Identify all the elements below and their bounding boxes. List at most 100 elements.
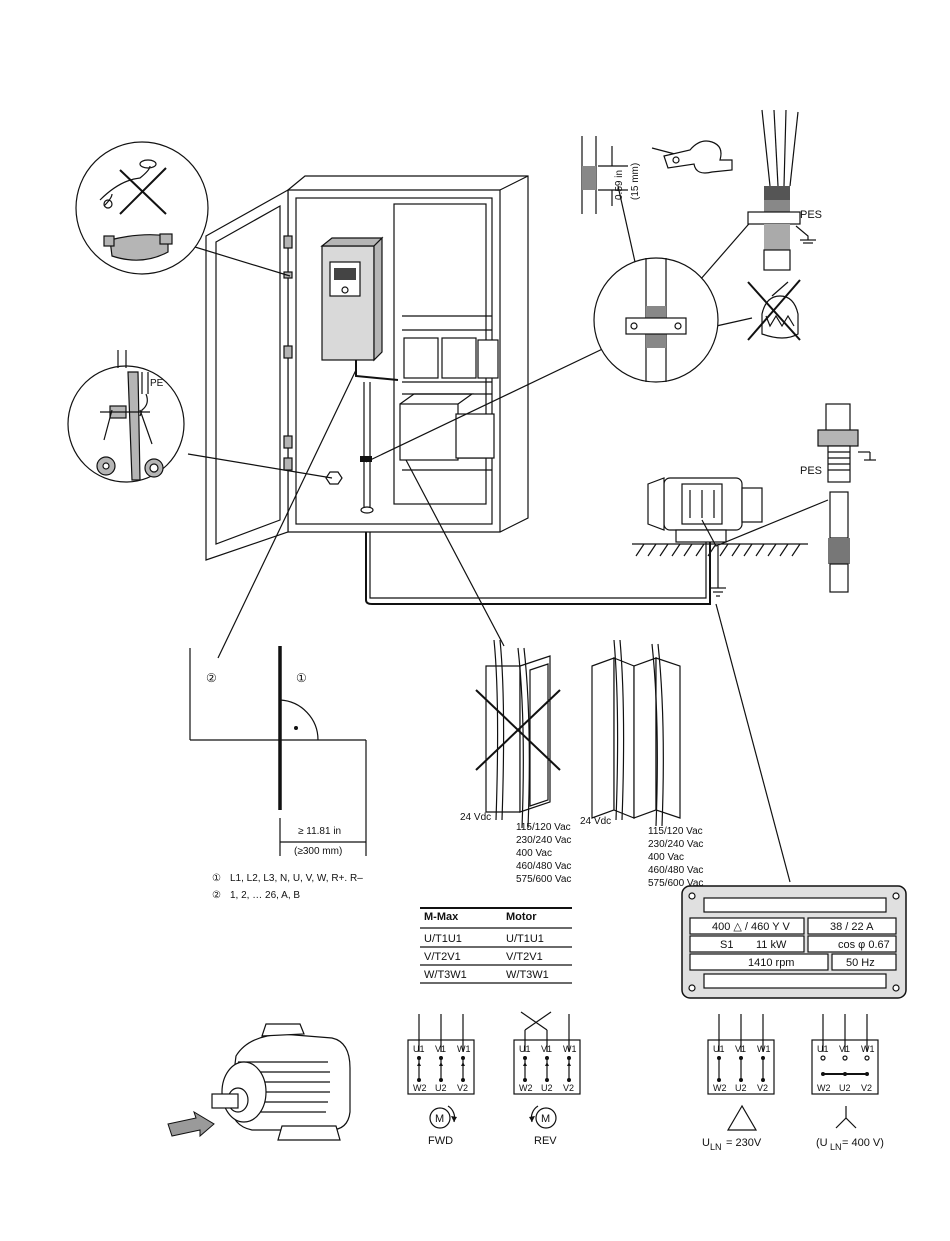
duct-correct-v5: 575/600 Vac <box>648 878 703 889</box>
rotation-fwd: M FWD <box>428 1105 457 1147</box>
pe-label: PE <box>150 378 164 389</box>
detail-shield-clamp <box>593 257 719 383</box>
duct-correct-v3: 400 Vac <box>648 852 684 863</box>
terminal-label-bottom: U2 <box>435 1083 447 1093</box>
duct-correct-v1: 115/120 Vac <box>648 826 703 837</box>
terminal-label-bottom: W2 <box>817 1083 831 1093</box>
nameplate-cosphi: cos φ 0.67 <box>838 939 890 951</box>
nameplate-freq: 50 Hz <box>846 957 875 969</box>
legend-1-num: ① <box>212 873 221 884</box>
terminal-label-top: U1 <box>413 1044 425 1054</box>
star-sub: LN <box>830 1142 842 1152</box>
duct-wrong-v1: 115/120 Vac <box>516 822 571 833</box>
terminal-label-bottom: V2 <box>757 1083 768 1093</box>
table-cell: W/T3W1 <box>506 969 549 981</box>
callout-lines <box>171 147 791 883</box>
detail-wrong-pigtail <box>747 279 801 341</box>
pes-label-gland: PES <box>800 465 822 477</box>
terminal-label-top: U1 <box>817 1044 829 1054</box>
duct-correct-24vdc: 24 Vdc <box>580 816 611 827</box>
table-row: V/T2V1 <box>424 951 461 963</box>
terminal-label-top: U1 <box>519 1044 531 1054</box>
detail-earth-strap <box>75 141 209 275</box>
cable-duct-wrong: 24 Vdc 115/120 Vac 230/240 Vac 400 Vac 4… <box>460 639 571 885</box>
delta-connection-symbol: U LN = 230V <box>702 1104 762 1152</box>
table-cell: U/T1U1 <box>506 933 544 945</box>
star-connection-symbol: (U LN = 400 V) <box>816 1106 884 1152</box>
cable-gland: PES <box>800 403 876 593</box>
star-value: = 400 V) <box>842 1137 884 1149</box>
terminal-label-top: V1 <box>541 1044 552 1054</box>
table-header-motor: Motor <box>506 911 537 923</box>
delta-value: = 230V <box>726 1137 762 1149</box>
legend-2-num: ② <box>212 890 221 901</box>
duct-wrong-24vdc: 24 Vdc <box>460 812 491 823</box>
table-cell: V/T2V1 <box>506 951 543 963</box>
terminal-label-bottom: V2 <box>861 1083 872 1093</box>
label-circle-1: ① <box>296 671 307 685</box>
fwd-label: FWD <box>428 1135 453 1147</box>
delta-sub: LN <box>710 1142 722 1152</box>
shielded-cable-end: PES <box>747 109 822 271</box>
terminal-label-top: W1 <box>861 1044 875 1054</box>
detail-shield-dimension: 0.59 in (15 mm) <box>581 136 641 214</box>
terminal-label-top: W1 <box>457 1044 471 1054</box>
cable-clamp-part <box>663 140 733 174</box>
motor-installation <box>632 477 829 597</box>
cable-separation-diagram: ② ① ≥ 11.81 in (≥300 mm) ① L1, L2, L3, N… <box>189 646 367 901</box>
nameplate-speed: 1410 rpm <box>748 957 794 969</box>
terminal-label-top: V1 <box>735 1044 746 1054</box>
terminal-label-bottom: W2 <box>413 1083 427 1093</box>
nameplate-voltage: 400 △ / 460 Y V <box>712 921 790 933</box>
duct-correct-v4: 460/480 Vac <box>648 865 703 876</box>
label-circle-2: ② <box>206 671 217 685</box>
terminal-label-top: V1 <box>839 1044 850 1054</box>
legend-2-text: 1, 2, … 26, A, B <box>230 890 300 901</box>
table-row: U/T1U1 <box>424 933 462 945</box>
motor-nameplate: 400 △ / 460 Y V 38 / 22 A S1 11 kW cos φ… <box>681 885 907 999</box>
motor-symbol-fwd: M <box>435 1113 444 1125</box>
clamp-dim-mm: (15 mm) <box>630 163 641 200</box>
pes-label-top: PES <box>800 209 822 221</box>
delta-u: U <box>702 1137 710 1149</box>
terminal-label-bottom: V2 <box>563 1083 574 1093</box>
control-cabinet <box>205 175 711 605</box>
detail-pe-bolt: PE <box>67 350 185 483</box>
nameplate-power: 11 kW <box>756 939 787 951</box>
terminal-label-bottom: W2 <box>519 1083 533 1093</box>
legend-1-text: L1, L2, L3, N, U, V, W, R+. R– <box>230 873 363 884</box>
terminal-label-top: W1 <box>563 1044 577 1054</box>
terminal-label-top: V1 <box>435 1044 446 1054</box>
terminal-label-bottom: U2 <box>735 1083 747 1093</box>
table-header-mmax: M-Max <box>424 911 459 923</box>
distance-mm: (≥300 mm) <box>294 846 342 857</box>
duct-correct-v2: 230/240 Vac <box>648 839 703 850</box>
frequency-inverter <box>320 236 384 362</box>
motor-symbol-rev: M <box>541 1113 550 1125</box>
terminal-label-top: U1 <box>713 1044 725 1054</box>
duct-wrong-v4: 460/480 Vac <box>516 861 571 872</box>
terminal-label-bottom: V2 <box>457 1083 468 1093</box>
nameplate-duty: S1 <box>720 939 733 951</box>
motor-illustration <box>167 1023 351 1141</box>
terminal-mapping-table: M-Max Motor U/T1U1 U/T1U1 V/T2V1 V/T2V1 … <box>420 907 572 984</box>
terminal-label-bottom: U2 <box>839 1083 851 1093</box>
duct-wrong-v2: 230/240 Vac <box>516 835 571 846</box>
duct-wrong-v5: 575/600 Vac <box>516 874 571 885</box>
clamp-dim-in: 0.59 in <box>614 170 625 200</box>
duct-wrong-v3: 400 Vac <box>516 848 552 859</box>
rev-label: REV <box>534 1135 557 1147</box>
terminal-label-bottom: U2 <box>541 1083 553 1093</box>
table-row: W/T3W1 <box>424 969 467 981</box>
rotation-rev: M REV <box>529 1105 557 1147</box>
terminal-label-top: W1 <box>757 1044 771 1054</box>
star-prefix: (U <box>816 1137 828 1149</box>
nameplate-current: 38 / 22 A <box>830 921 874 933</box>
terminal-label-bottom: W2 <box>713 1083 727 1093</box>
distance-in: ≥ 11.81 in <box>298 826 341 837</box>
